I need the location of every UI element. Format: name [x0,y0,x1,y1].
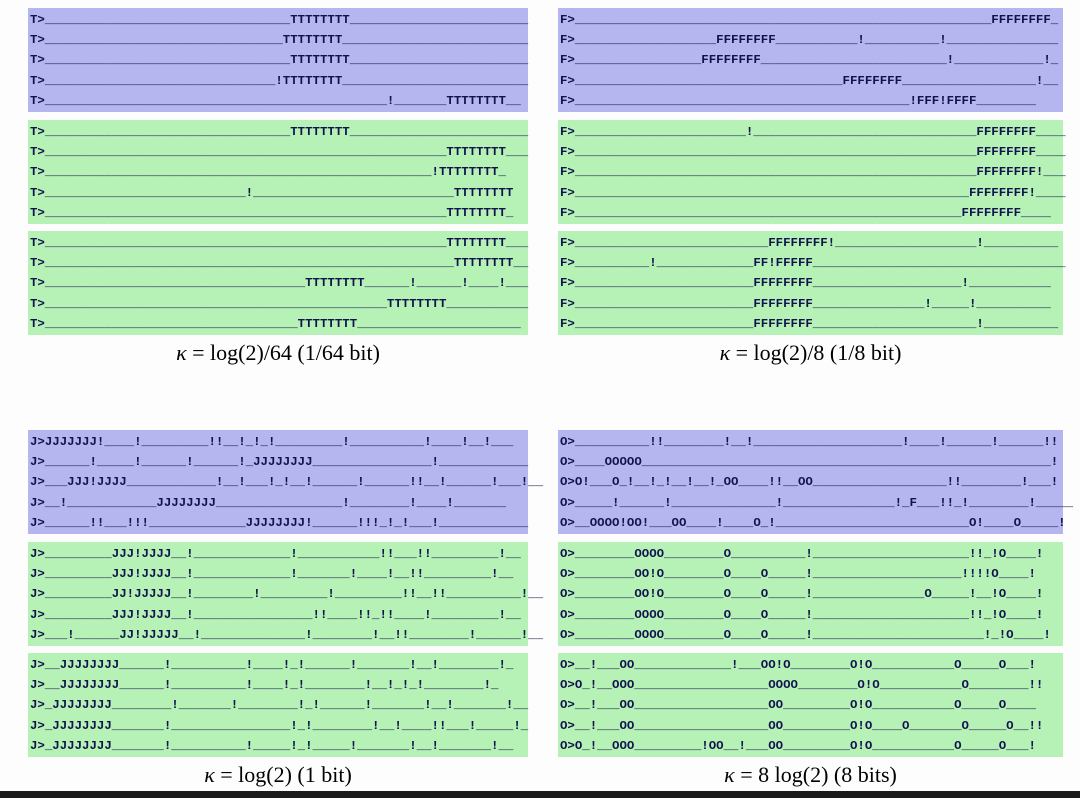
sequence-line: T>______________________________________… [30,256,529,271]
sequence-line: J>__!____________JJJJJJJJ_______________… [30,495,506,510]
caption-text: = log(2) (1 bit) [214,762,352,787]
sequence-line: O>________OOOO________O____O_____!______… [560,607,1044,622]
caption-text: = log(2)/8 (1/8 bit) [730,340,902,365]
sequence-line: T>______________________________________… [30,145,529,160]
sequence-line: O>__!___OO__________________OO_________O… [560,698,1036,713]
panel-kappa-8-bits: O>__________!!________!__!______________… [558,430,1074,798]
sequence-line: O>________OOOO________O__________!______… [560,547,1044,561]
sequence-block: J>JJJJJJJ!____!_________!!__!_!_!_______… [28,430,544,534]
sequence-line: O>____OOOOO_____________________________… [560,455,1059,470]
sequence-block: O>__!___OO_____________!___OO!O________O… [558,653,1063,757]
sequence-block: O>________OOOO________O__________!______… [558,542,1063,646]
sequence-line: J>______!_____!______!______!_JJJJJJJJ__… [30,455,529,470]
sequence-line: J>JJJJJJJ!____!_________!!__!_!_!_______… [30,435,514,449]
sequence-line: O>__!___OO__________________OO_________O… [560,718,1044,733]
sequence-block: J>_________JJJ!JJJJ__!_____________!____… [28,542,544,646]
sequence-line: J>______!!___!!!_____________JJJJJJJJ!__… [30,515,529,530]
sequence-line: O>O_!__OOO__________________OOOO________… [560,678,1044,693]
sequence-line: O>__________!!________!__!______________… [560,435,1059,449]
caption-text: = log(2)/64 (1/64 bit) [186,340,380,365]
sequence-block: F>_______________________!______________… [558,120,1066,224]
sequence-block-group: T>_________________________________TTTTT… [28,8,528,335]
sequence-line: J>__JJJJJJJJ______!__________!____!_!___… [30,678,499,693]
sequence-line: F>______________________________________… [560,145,1066,160]
sequence-line: O>__!___OO_____________!___OO!O________O… [560,658,1036,672]
sequence-line: T>_______________________________!TTTTTT… [30,73,529,88]
sequence-line: O>_____!______!______________!__________… [560,495,1074,510]
sequence-line: F>________________________FFFFFFFF______… [560,296,1051,311]
caption-text: = 8 log(2) (8 bits) [734,762,897,787]
sequence-line: T>_________________________________TTTTT… [30,125,529,139]
kappa-symbol: κ [724,762,735,787]
panel-caption: κ = log(2)/64 (1/64 bit) [28,340,528,366]
sequence-line: F>______________________________________… [560,13,1059,27]
kappa-symbol: κ [719,340,731,365]
sequence-line: J>_JJJJJJJJ_______!________________!_!__… [30,718,529,733]
sequence-block-group: O>__________!!________!__!______________… [558,430,1074,757]
sequence-line: T>______________________________________… [30,205,514,220]
sequence-line: J>___JJJ!JJJJ____________!__!___!_!__!__… [30,475,544,490]
sequence-line: O>__OOOO!OO!___OO____!____O_!___________… [560,515,1066,530]
sequence-line: F>________________________FFFFFFFF______… [560,316,1059,331]
sequence-line: T>___________________________________TTT… [30,276,529,291]
sequence-block: T>_________________________________TTTTT… [28,8,528,112]
sequence-line: F>____________________________________FF… [560,73,1059,88]
sequence-line: O>________OOOO________O____O_____!______… [560,627,1051,642]
sequence-line: F>______________________________________… [560,205,1051,220]
sequence-line: J>_________JJ!JJJJJ__!________!_________… [30,587,544,602]
sequence-line: F>______________________________________… [560,165,1066,180]
sequence-block-group: F>______________________________________… [558,8,1066,335]
panel-caption: κ = log(2)/8 (1/8 bit) [558,340,1063,366]
sequence-line: J>_________JJJ!JJJJ__!_____________!____… [30,547,521,561]
sequence-line: O>O!___O_!__!_!__!__!_OO____!!__OO______… [560,475,1059,490]
sequence-block: T>_________________________________TTTTT… [28,120,528,224]
sequence-line: F>______________________________________… [560,185,1066,200]
sequence-line: T>______________________________________… [30,93,521,108]
sequence-line: T>__________________________________TTTT… [30,316,521,331]
sequence-line: O>________OO!O________O____O_____!______… [560,587,1044,602]
panel-kappa-1-8-bit: F>______________________________________… [558,8,1066,388]
panel-kappa-1-64-bit: T>_________________________________TTTTT… [28,8,528,388]
kappa-symbol: κ [176,340,187,365]
sequence-block: F>______________________________________… [558,8,1063,112]
sequence-line: F>______________________________________… [560,93,1036,108]
panel-caption: κ = log(2) (1 bit) [28,762,528,788]
sequence-line: F>_________________FFFFFFFF_____________… [560,53,1059,68]
sequence-line: J>_JJJJJJJJ_______!__________!_____!_!__… [30,738,514,753]
sequence-line: T>______________________________________… [30,236,529,250]
panel-caption: κ = 8 log(2) (8 bits) [558,762,1063,788]
sequence-block: O>__________!!________!__!______________… [558,430,1074,534]
window-bottom-edge [0,791,1080,798]
sequence-line: T>_________________________________TTTTT… [30,13,529,27]
sequence-block: J>__JJJJJJJJ______!__________!____!_!___… [28,653,528,757]
sequence-line: J>__JJJJJJJJ______!__________!____!_!___… [30,658,514,672]
sequence-line: T>___________________________!__________… [30,185,514,200]
sequence-line: J>_________JJJ!JJJJ__!_____________!____… [30,567,514,582]
sequence-line: F>__________!_____________FF!FFFFF______… [560,256,1066,271]
sequence-line: F>_______________________!______________… [560,125,1066,139]
sequence-block: T>______________________________________… [28,231,528,335]
sequence-line: F>__________________________FFFFFFFF!___… [560,236,1059,250]
panel-kappa-1-bit: J>JJJJJJJ!____!_________!!__!_!_!_______… [28,430,544,798]
sequence-line: O>O_!__OOO_________!OO__!___OO_________O… [560,738,1036,753]
sequence-line: J>___!______JJ!JJJJJ__!______________!__… [30,627,544,642]
sequence-line: T>______________________________________… [30,296,529,311]
sequence-line: J>_JJJJJJJJ________!_______!________!_!_… [30,698,529,713]
sequence-line: F>___________________FFFFFFFF___________… [560,33,1059,48]
sequence-line: T>_________________________________TTTTT… [30,53,529,68]
sequence-line: T>______________________________________… [30,165,506,180]
sequence-line: J>_________JJJ!JJJJ__!________________!!… [30,607,521,622]
kappa-symbol: κ [204,762,215,787]
sequence-line: F>________________________FFFFFFFF______… [560,276,1051,291]
sequence-line: O>________OO!O________O____O_____!______… [560,567,1036,582]
sequence-block: F>__________________________FFFFFFFF!___… [558,231,1066,335]
sequence-line: T>________________________________TTTTTT… [30,33,529,48]
sequence-block-group: J>JJJJJJJ!____!_________!!__!_!_!_______… [28,430,544,757]
